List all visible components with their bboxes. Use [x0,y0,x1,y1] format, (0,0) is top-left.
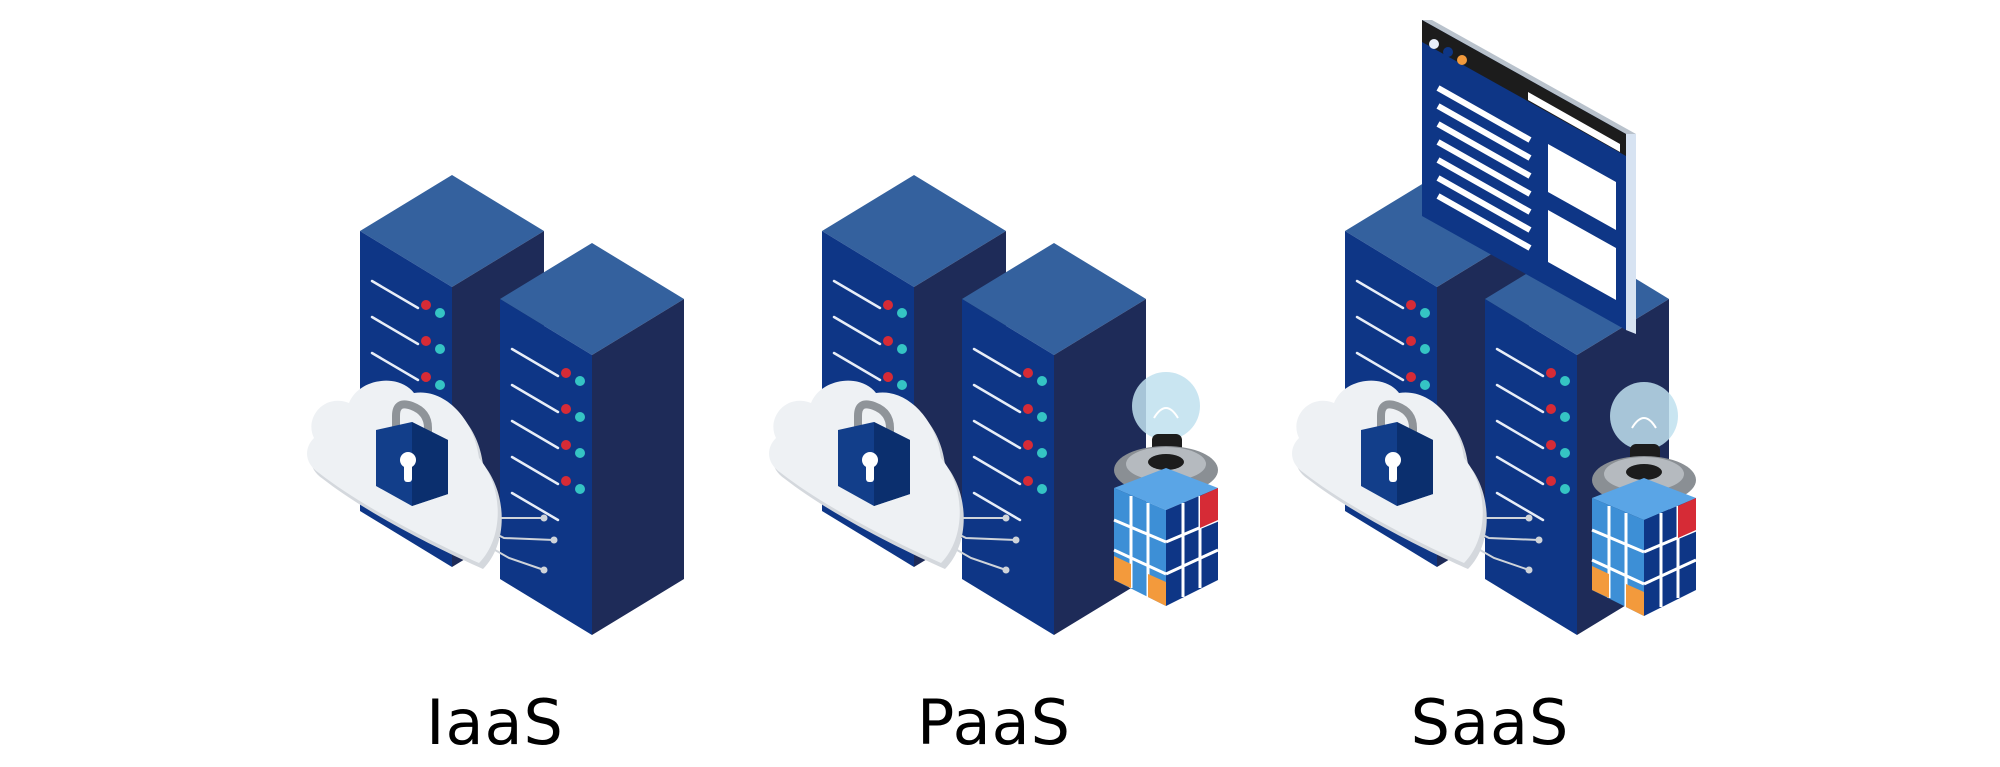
server-rack-icon [498,241,686,637]
saas-label: SaaS [1410,686,1570,759]
iaas-illustration [307,173,686,637]
saas-illustration [1292,20,1698,637]
paas-label: PaaS [917,686,1071,759]
iaas-label: IaaS [426,686,564,759]
paas-illustration [769,173,1220,637]
browser-window-icon [1422,20,1636,334]
